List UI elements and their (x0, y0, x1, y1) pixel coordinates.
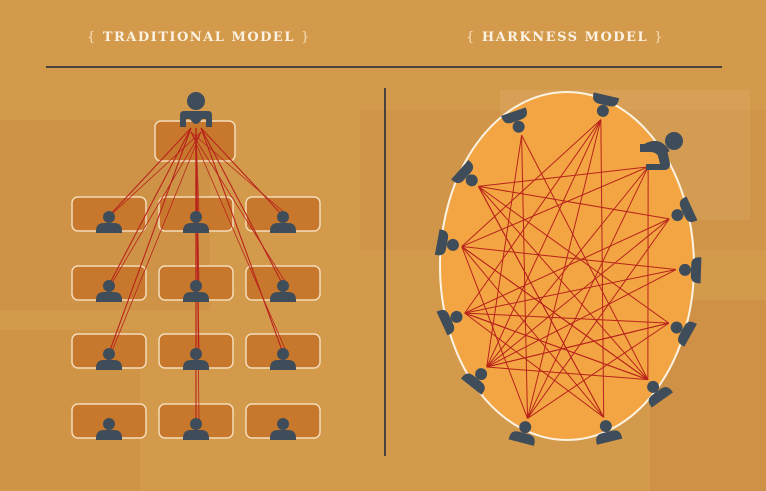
interaction-line (108, 127, 192, 286)
student-icon (96, 348, 122, 370)
interaction-line (521, 134, 649, 380)
interaction-line (521, 135, 529, 419)
interaction-line (461, 246, 528, 419)
student-icon (436, 309, 463, 336)
interaction-line (486, 269, 677, 368)
traditional-model-heading: { TRADITIONAL MODEL } (87, 30, 311, 45)
interaction-line (477, 186, 605, 418)
student-icon (647, 380, 673, 408)
interaction-line (527, 322, 670, 419)
interaction-line (111, 131, 202, 215)
interaction-line (200, 127, 284, 286)
brace-close: } (301, 30, 311, 45)
interaction-line (464, 312, 649, 381)
student-icon (460, 368, 488, 395)
student-icon (451, 159, 478, 187)
interaction-line (111, 131, 202, 352)
interaction-line (461, 166, 649, 248)
student-icon (96, 418, 122, 440)
brace-open: { (87, 30, 97, 45)
teacher-icon (640, 132, 683, 170)
interaction-line (486, 166, 649, 368)
student-icon (596, 420, 623, 445)
student-icon (270, 348, 296, 370)
interaction-line (486, 218, 670, 368)
student-icon (183, 280, 209, 302)
interaction-line (486, 119, 602, 368)
center-divider (384, 88, 386, 456)
student-icon (183, 418, 209, 440)
interaction-line (527, 166, 649, 419)
student-icon (96, 280, 122, 302)
student-icon (434, 229, 459, 256)
interaction-line (464, 312, 669, 324)
harkness-model-title: HARKNESS MODEL (481, 30, 649, 45)
interaction-line (111, 131, 202, 284)
harkness-model-heading: { HARKNESS MODEL } (466, 30, 664, 45)
interaction-line (108, 127, 192, 354)
header-divider (46, 66, 722, 68)
interaction-line (190, 131, 287, 284)
interaction-line (464, 269, 677, 314)
interaction-line (478, 185, 670, 324)
interaction-line (478, 185, 670, 220)
traditional-model-title: TRADITIONAL MODEL (102, 30, 295, 45)
interaction-line (200, 127, 284, 354)
interaction-line (478, 166, 649, 187)
interaction-line (108, 127, 192, 217)
student-icon (671, 196, 698, 223)
student-icon (183, 348, 209, 370)
student-icon (270, 211, 296, 233)
student-icon (270, 280, 296, 302)
interaction-line (461, 246, 677, 271)
interaction-line (200, 127, 284, 217)
interaction-line (464, 312, 605, 418)
interaction-line (478, 186, 649, 380)
interaction-line (527, 218, 670, 419)
interaction-line (527, 119, 602, 419)
brace-open: { (466, 30, 476, 45)
student-icon (501, 107, 528, 133)
interaction-line (190, 131, 287, 215)
brace-close: } (654, 30, 664, 45)
student-icon (270, 418, 296, 440)
teacher-icon (180, 92, 212, 127)
student-icon (679, 257, 702, 284)
interaction-line (461, 246, 605, 418)
student-icon (508, 421, 535, 446)
student-icon (593, 92, 620, 117)
interaction-line (464, 218, 670, 314)
interaction-line (190, 131, 287, 352)
interaction-line (461, 246, 649, 381)
interaction-line (195, 131, 200, 422)
interaction-line (461, 119, 602, 247)
student-icon (670, 321, 697, 347)
student-icon (183, 211, 209, 233)
interaction-line (486, 322, 669, 368)
student-icon (96, 211, 122, 233)
